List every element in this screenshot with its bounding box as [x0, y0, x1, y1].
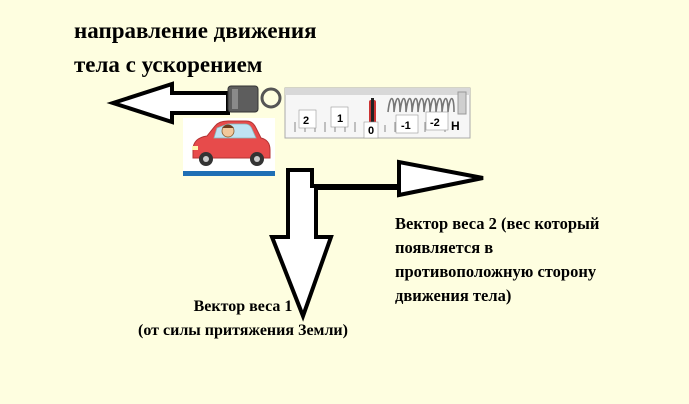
scale-tick-label-0: 0: [368, 125, 374, 137]
diagram-title: направление движения тела с ускорением: [74, 14, 317, 82]
title-line-1: направление движения: [74, 18, 317, 43]
weight-vector-1-line-1: Вектор веса 1: [193, 298, 293, 315]
weight-vector-2-line-3: противоположную сторону: [395, 262, 597, 281]
scale-tick-label-2: 2: [303, 115, 309, 127]
scale-tick-label-1: 1: [337, 113, 343, 125]
weight-vector-2-label: Вектор веса 2 (вес который появляется в …: [395, 212, 599, 308]
dynamometer-spring: [387, 97, 455, 113]
car-illustration: [183, 118, 275, 176]
weight-vector-2-line-4: движения тела): [395, 286, 512, 305]
weight-vector-2-line-1: Вектор веса 2 (вес который: [395, 214, 600, 233]
scale-labels: 2 1 0 -1 -2 Н: [298, 106, 460, 139]
scale-tick-label-minus-1: -1: [401, 120, 411, 132]
scale-unit-label: Н: [451, 119, 460, 133]
motion-direction-arrow: [106, 81, 230, 125]
dynamometer-hook: [260, 87, 282, 109]
weight-vector-1-label: Вектор веса 1 (от силы притяжения Земли): [108, 295, 378, 343]
weight-vector-1-line-2: (от силы притяжения Земли): [138, 322, 348, 339]
title-line-2: тела с ускорением: [74, 52, 263, 77]
weight-vector-arrows: [269, 159, 484, 322]
weight-vector-2-line-2: появляется в: [395, 238, 494, 257]
scale-tick-label-minus-2: -2: [430, 117, 440, 129]
